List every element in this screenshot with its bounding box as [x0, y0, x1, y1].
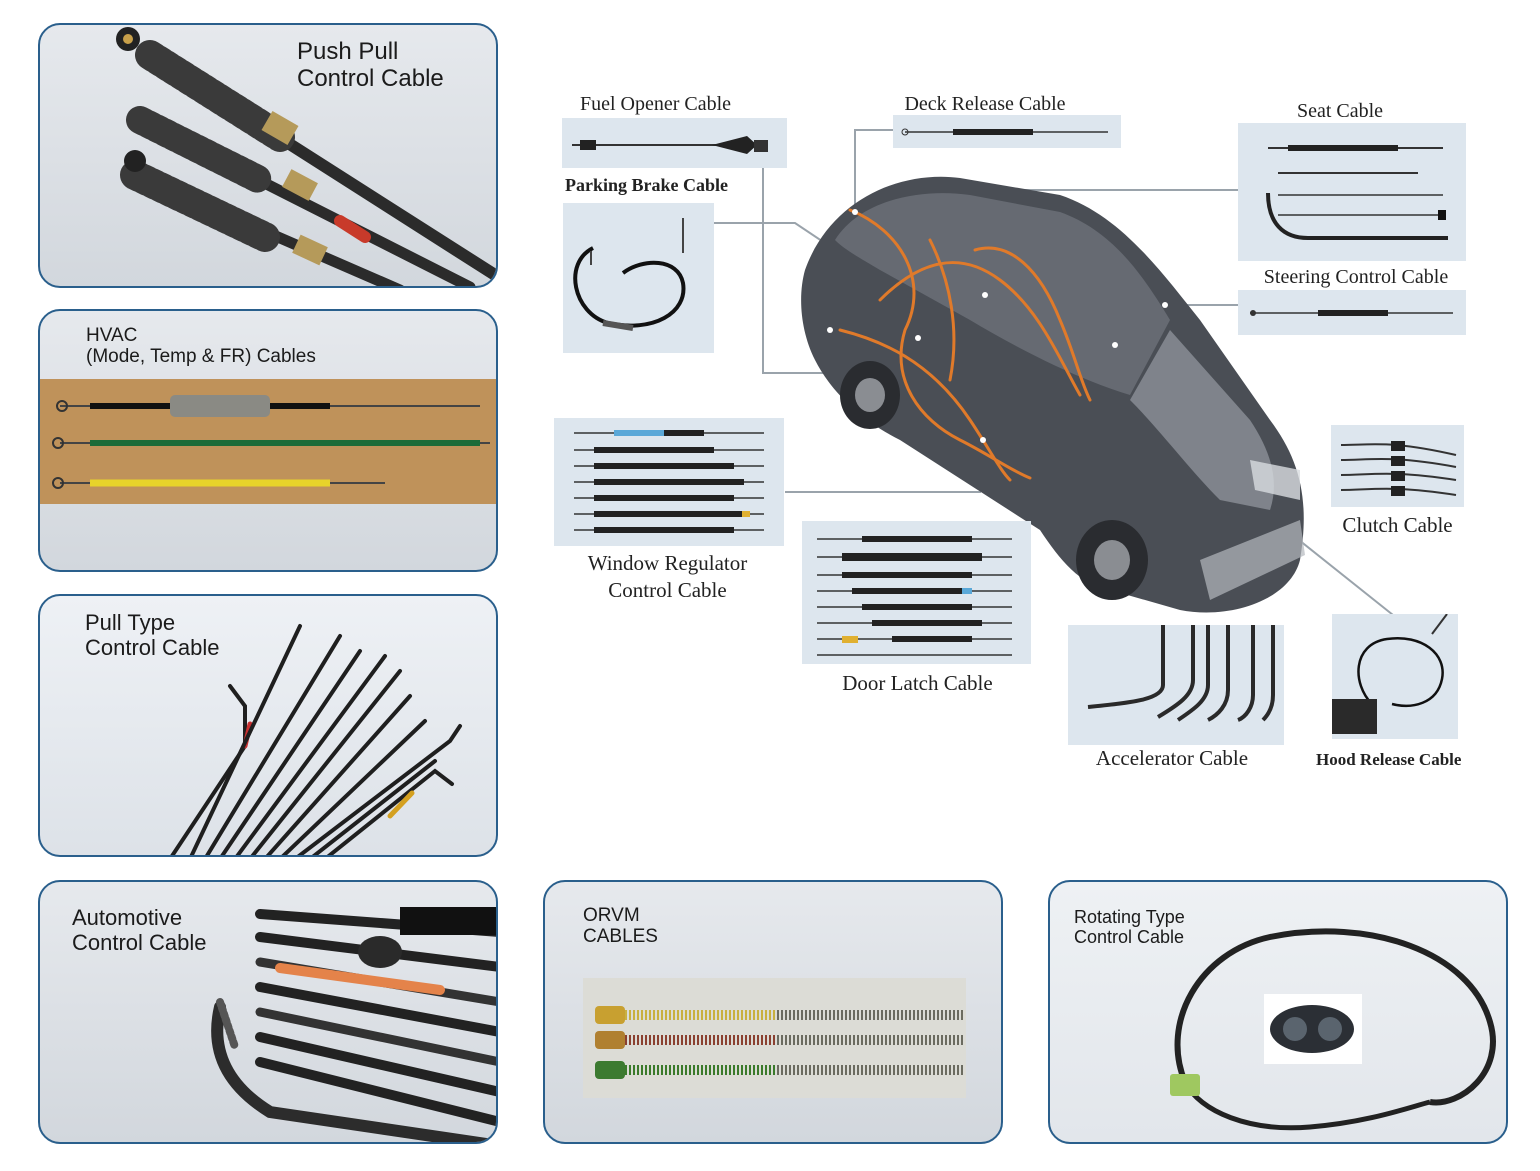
seat-label: Seat Cable	[1296, 100, 1384, 122]
parking-brake-thumb	[563, 203, 714, 353]
door-latch-label: Door Latch Cable	[842, 671, 993, 695]
fuel-opener-thumb	[562, 118, 787, 168]
accelerator-thumb	[1068, 625, 1284, 745]
door-latch-thumb	[802, 521, 1031, 664]
push-pull-title: Push Pull Control Cable	[297, 38, 444, 92]
rotating-panel: Rotating Type Control Cable	[1048, 880, 1508, 1144]
automotive-cable-image	[211, 907, 496, 1142]
deck-release-label: Deck Release Cable	[904, 93, 1066, 115]
hood-release-thumb	[1332, 614, 1458, 739]
pull-type-title: Pull Type Control Cable	[85, 610, 220, 660]
deck-release-thumb	[893, 115, 1121, 148]
rotating-title: Rotating Type Control Cable	[1074, 907, 1185, 948]
cable-routing	[838, 208, 1092, 482]
cable-anchor-dots	[827, 209, 1168, 443]
automotive-title: Automotive Control Cable	[72, 905, 207, 955]
clutch-label: Clutch Cable	[1342, 513, 1453, 537]
orvm-cables-image	[583, 978, 966, 1098]
steering-control-label: Steering Control Cable	[1263, 266, 1449, 288]
car-body	[801, 176, 1305, 613]
hvac-title: HVAC (Mode, Temp & FR) Cables	[86, 325, 316, 368]
rotating-cable-image	[1170, 928, 1496, 1131]
orvm-title: ORVM CABLES	[583, 905, 658, 948]
push-pull-cable-image	[116, 27, 496, 286]
hood-release-label: Hood Release Cable	[1316, 750, 1462, 769]
pull-type-panel: Pull Type Control Cable	[38, 594, 498, 857]
window-regulator-label: Window Regulator Control Cable	[587, 551, 748, 603]
fuel-opener-label: Fuel Opener Cable	[579, 93, 732, 115]
window-regulator-thumb	[554, 418, 784, 546]
automotive-panel: Automotive Control Cable	[38, 880, 498, 1144]
orvm-panel: ORVM CABLES	[543, 880, 1003, 1144]
pull-type-cable-image	[170, 624, 462, 855]
steering-control-thumb	[1238, 290, 1466, 335]
accelerator-label: Accelerator Cable	[1095, 746, 1249, 770]
push-pull-panel: Push Pull Control Cable	[38, 23, 498, 288]
hvac-cables-image	[40, 379, 496, 504]
seat-thumb	[1238, 123, 1466, 261]
clutch-thumb	[1331, 425, 1464, 507]
parking-brake-label: Parking Brake Cable	[565, 175, 729, 195]
hvac-panel: HVAC (Mode, Temp & FR) Cables	[38, 309, 498, 572]
